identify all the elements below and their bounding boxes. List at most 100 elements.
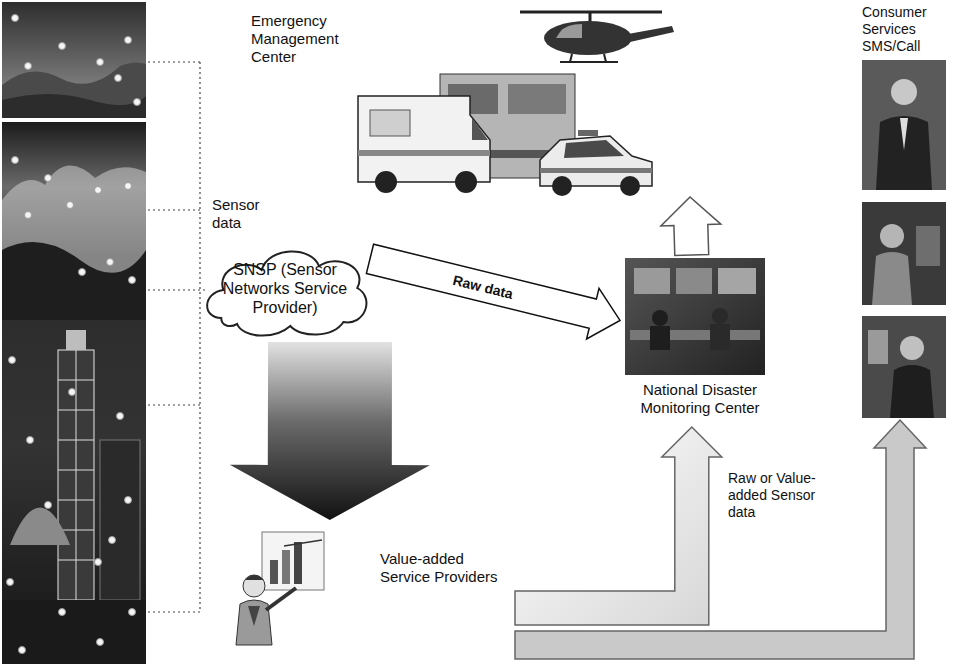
arrow-body	[515, 420, 926, 659]
analyst-figure	[266, 588, 296, 610]
sensor-dot	[12, 157, 19, 164]
police-car	[620, 176, 640, 196]
sensor-dot	[67, 202, 74, 209]
sensor-dot	[97, 59, 104, 66]
consumer-photo	[868, 330, 888, 364]
helicopter	[604, 54, 606, 62]
consumer-photo	[862, 60, 946, 190]
analyst-figure	[262, 532, 324, 590]
analyst-figure	[248, 606, 260, 626]
arrow-body	[661, 197, 721, 256]
value-added-providers: Value-added Service Providers	[230, 520, 515, 652]
consumer-services: Consumer Services SMS/Call	[858, 2, 950, 420]
helicopter	[628, 26, 674, 42]
node-text: Consumer Services SMS/Call	[862, 4, 948, 54]
sensor-bracket	[199, 62, 200, 612]
analyst-figure	[282, 550, 290, 584]
node-text: SNSP (Sensor Networks Service Provider)	[210, 260, 360, 318]
helicopter	[570, 54, 572, 62]
sensor-bracket	[148, 61, 200, 62]
monitoring-room-photo	[710, 324, 730, 350]
analyst-figure	[236, 600, 272, 645]
sensor-photo-city	[66, 330, 86, 350]
consumer-photo	[862, 316, 946, 418]
monitoring-room-photo	[650, 326, 670, 350]
ambulance	[358, 150, 490, 156]
sensor-dot	[95, 559, 102, 566]
police-car	[540, 168, 652, 173]
node-text: National Disaster Monitoring Center	[620, 381, 780, 417]
ambulance	[358, 96, 490, 182]
distribution-arrow	[230, 342, 430, 520]
analyst-figure	[284, 540, 322, 546]
helicopter	[520, 12, 674, 62]
sensor-dot	[125, 183, 132, 190]
sensor-dot	[27, 437, 34, 444]
cloud-outline	[207, 251, 366, 335]
analyst-figure	[243, 575, 265, 597]
sensor-dot	[59, 43, 66, 50]
consumer-photo	[872, 252, 912, 305]
sensor-dot	[45, 502, 52, 509]
monitoring-room-photo	[625, 258, 765, 375]
sensor-dot	[125, 37, 132, 44]
police-car	[564, 140, 624, 158]
monitoring-room-photo	[625, 258, 765, 375]
sensor-photo-city	[58, 350, 94, 600]
sensor-dot	[12, 15, 19, 22]
sensor-photo-top	[2, 94, 146, 118]
sensor-data-label: Sensor data	[212, 196, 274, 232]
sensor-dot	[79, 269, 86, 276]
sensor-dot	[117, 413, 124, 420]
sensor-photo-city	[10, 508, 70, 546]
node-text: Emergency Management Center	[251, 12, 353, 66]
analyst-figure	[236, 532, 324, 645]
monitoring-room-photo	[652, 310, 668, 326]
edge-label: Raw or Value-added Sensor data	[728, 470, 846, 520]
sensor-dot	[25, 212, 32, 219]
sensor-photo-top	[2, 2, 146, 118]
node-text: Value-added Service Providers	[380, 550, 512, 586]
ambulance	[370, 110, 410, 136]
helicopter	[560, 61, 618, 63]
sensor-dot	[109, 537, 116, 544]
sensor-dot	[59, 609, 66, 616]
consumer-photo	[900, 118, 908, 150]
rescue-truck	[508, 84, 566, 114]
ambulance	[358, 96, 490, 193]
sensor-dot	[19, 647, 26, 654]
sensor-dot	[129, 277, 136, 284]
consumer-photo	[891, 79, 917, 105]
consumer-photo	[900, 336, 924, 360]
consumer-photo	[862, 316, 946, 418]
arrow-body	[366, 244, 620, 339]
sensor-photo-city	[100, 440, 140, 600]
sensor-dot	[134, 99, 141, 106]
analyst-figure	[294, 542, 302, 584]
sensor-bracket	[148, 209, 200, 210]
sensor-photo-city	[2, 600, 146, 664]
helicopter	[556, 24, 582, 38]
ambulance	[472, 118, 488, 140]
sensor-dot	[95, 187, 102, 194]
monitoring-room-photo	[712, 308, 728, 324]
consumer-photo	[862, 202, 946, 305]
helicopter	[589, 12, 592, 22]
sensor-dot	[7, 579, 14, 586]
consumer-photo	[916, 226, 940, 266]
sensor-dot	[7, 15, 141, 654]
consumer-photo	[876, 116, 932, 190]
arrow-body	[230, 342, 430, 520]
police-car	[552, 176, 572, 196]
sensor-photo-city	[2, 242, 146, 320]
monitoring-room-photo	[676, 268, 712, 294]
police-car	[540, 130, 652, 196]
ambulance	[375, 171, 397, 193]
sensor-dot	[129, 609, 136, 616]
monitoring-room-photo	[630, 330, 760, 340]
consumer-photo	[880, 224, 904, 248]
sensor-dot	[9, 357, 16, 364]
sensor-bracket	[148, 404, 200, 405]
